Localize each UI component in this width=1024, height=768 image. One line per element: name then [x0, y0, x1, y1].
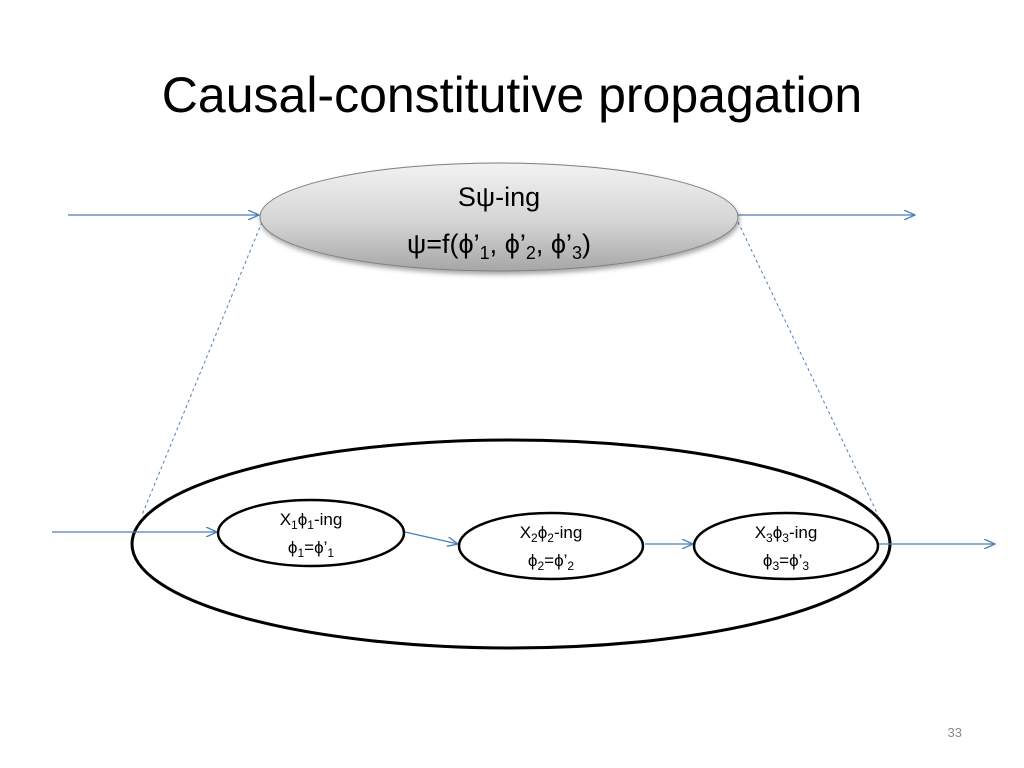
- component-2-line2: ϕ2=ϕ’2: [528, 551, 574, 573]
- slide-title: Causal-constitutive propagation: [161, 67, 863, 123]
- component-node-1: X1ϕ1-ing ϕ1=ϕ’1: [216, 498, 406, 568]
- right-dashed-connector: [737, 221, 879, 516]
- component-ellipse-1: [216, 498, 406, 568]
- component-2-line1: X2ϕ2-ing: [520, 523, 583, 545]
- system-label-line2: ψ=f(ϕ’1, ϕ’2, ϕ’3): [407, 229, 591, 263]
- component-node-3: X3ϕ3-ing ϕ3=ϕ’3: [692, 511, 880, 581]
- component-1-line2: ϕ1=ϕ’1: [288, 538, 334, 560]
- slide-number: 33: [947, 725, 962, 740]
- component-ellipse-3: [692, 511, 880, 581]
- component-ellipse-2: [457, 511, 645, 581]
- system-label-line1: Sψ-ing: [458, 182, 540, 212]
- system-node: Sψ-ing ψ=f(ϕ’1, ϕ’2, ϕ’3): [259, 162, 739, 272]
- component-3-line2: ϕ3=ϕ’3: [763, 551, 809, 573]
- component-arrow-1-2: [404, 531, 458, 544]
- left-dashed-connector: [141, 221, 263, 516]
- component-node-2: X2ϕ2-ing ϕ2=ϕ’2: [457, 511, 645, 581]
- component-1-line1: X1ϕ1-ing: [280, 510, 343, 532]
- system-ellipse: [259, 162, 739, 272]
- component-3-line1: X3ϕ3-ing: [755, 523, 818, 545]
